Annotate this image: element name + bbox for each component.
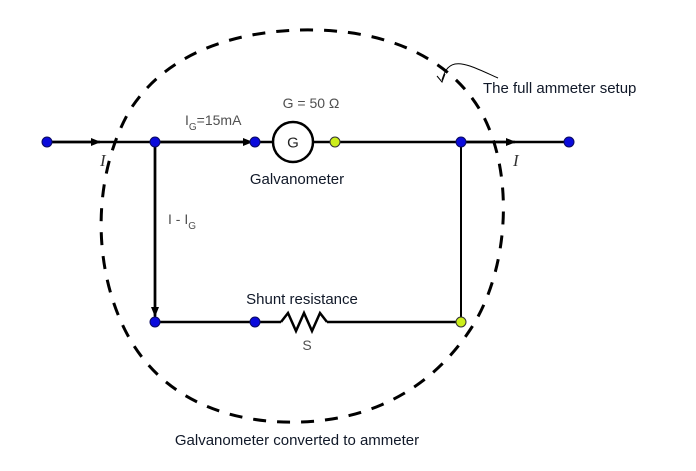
- bottom-right-node: [455, 316, 467, 328]
- output-terminal-node: [563, 136, 575, 148]
- ammeter-boundary-dashed: [99, 28, 505, 424]
- shunt-symbol-label: S: [302, 337, 311, 353]
- branch-current-label: I - IG: [168, 211, 196, 232]
- callout-label: The full ammeter setup: [483, 80, 636, 97]
- callout-arrow-tip: [436, 73, 446, 83]
- input-terminal-node: [41, 136, 53, 148]
- galvanometer-glyph: G: [287, 135, 299, 152]
- galvanometer-name-label: Galvanometer: [250, 171, 344, 188]
- galvanometer-current-sub: G: [189, 122, 197, 133]
- output-current-label: I: [512, 151, 520, 170]
- branch-current-sub: G: [188, 221, 196, 232]
- bottom-left-node: [149, 316, 161, 328]
- shunt-name-label: Shunt resistance: [246, 291, 358, 308]
- right-junction-node: [455, 136, 467, 148]
- branch-current-main: I - I: [168, 211, 188, 227]
- shunt-input-node: [249, 316, 261, 328]
- galvanometer-current-main: I: [185, 112, 189, 128]
- input-current-label: I: [99, 151, 107, 170]
- galvanometer-resistance-label: G = 50 Ω: [283, 95, 340, 111]
- galvanometer-current-label: IG=15mA: [185, 112, 242, 133]
- diagram-caption: Galvanometer converted to ammeter: [175, 432, 419, 449]
- galvanometer-input-node: [249, 136, 261, 148]
- shunt-resistor-symbol: [280, 309, 328, 335]
- callout-pointer: [441, 63, 499, 81]
- galvanometer-current-value: =15mA: [197, 112, 242, 128]
- left-junction-node: [149, 136, 161, 148]
- galvanometer-output-node: [329, 136, 341, 148]
